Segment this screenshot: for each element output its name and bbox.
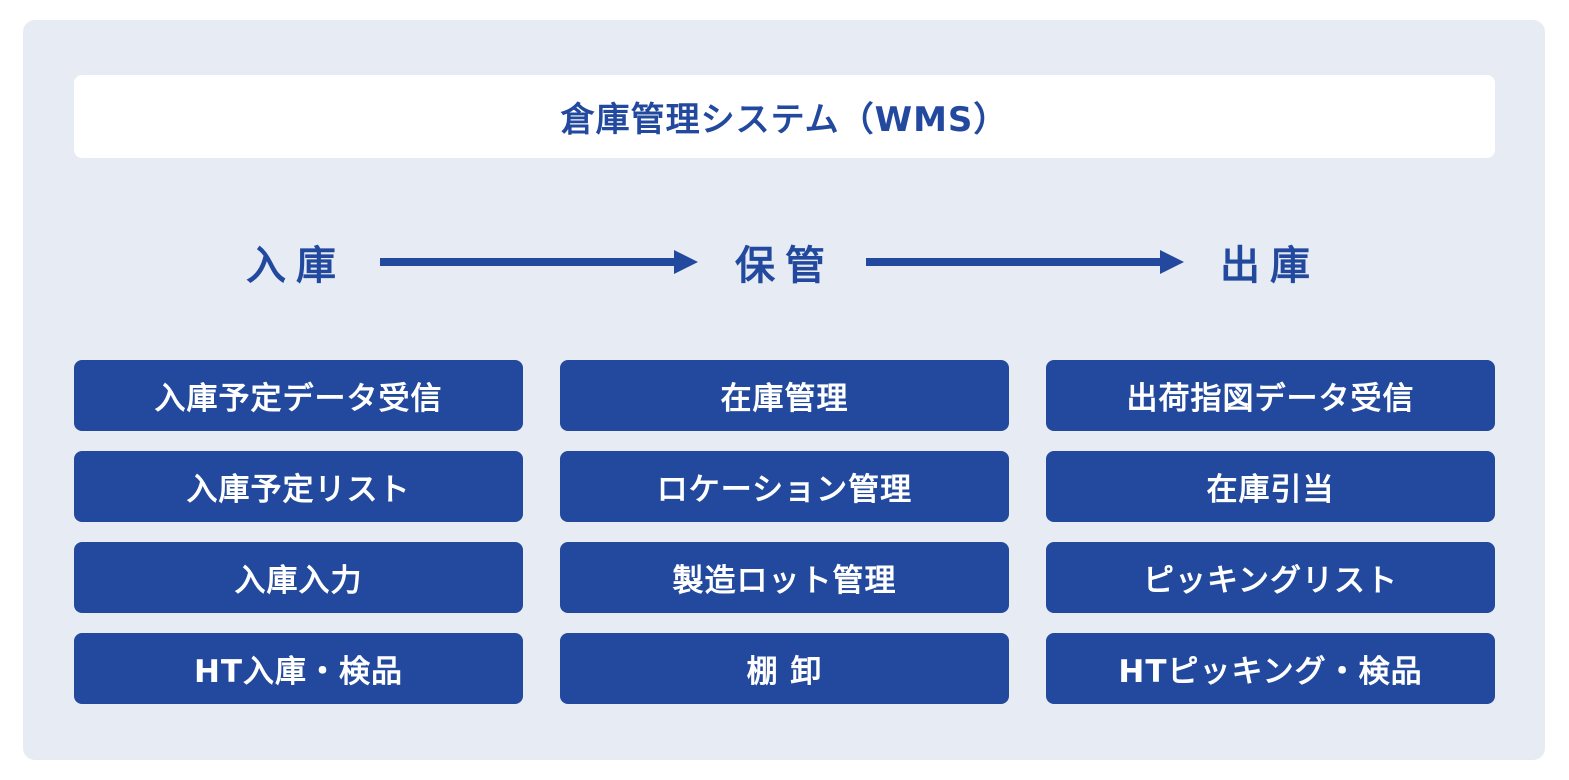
flow-arrow-storage-to-outbound — [866, 250, 1184, 274]
function-box-inbound-schedule-receive: 入庫予定データ受信 — [74, 360, 523, 431]
function-box-ht-picking-inspection: HTピッキング・検品 — [1046, 633, 1495, 704]
stage-label-inbound: 入庫 — [246, 243, 346, 289]
function-box-shipping-instruction-receive: 出荷指図データ受信 — [1046, 360, 1495, 431]
function-box-inbound-entry: 入庫入力 — [74, 542, 523, 613]
flow-arrow-inbound-to-storage — [380, 250, 698, 274]
column-inbound: 入庫予定データ受信 入庫予定リスト 入庫入力 HT入庫・検品 — [74, 360, 523, 724]
stage-label-storage: 保管 — [735, 243, 835, 289]
function-box-ht-inbound-inspection: HT入庫・検品 — [74, 633, 523, 704]
function-box-inventory-management: 在庫管理 — [560, 360, 1009, 431]
function-box-location-management: ロケーション管理 — [560, 451, 1009, 522]
column-outbound: 出荷指図データ受信 在庫引当 ピッキングリスト HTピッキング・検品 — [1046, 360, 1495, 724]
function-box-inbound-schedule-list: 入庫予定リスト — [74, 451, 523, 522]
function-box-stocktaking: 棚 卸 — [560, 633, 1009, 704]
diagram-title: 倉庫管理システム（WMS） — [560, 100, 1009, 140]
title-bar: 倉庫管理システム（WMS） — [74, 75, 1495, 158]
column-storage: 在庫管理 ロケーション管理 製造ロット管理 棚 卸 — [560, 360, 1009, 724]
function-box-inventory-allocation: 在庫引当 — [1046, 451, 1495, 522]
function-box-picking-list: ピッキングリスト — [1046, 542, 1495, 613]
stage-label-outbound: 出庫 — [1220, 243, 1320, 289]
function-box-lot-management: 製造ロット管理 — [560, 542, 1009, 613]
